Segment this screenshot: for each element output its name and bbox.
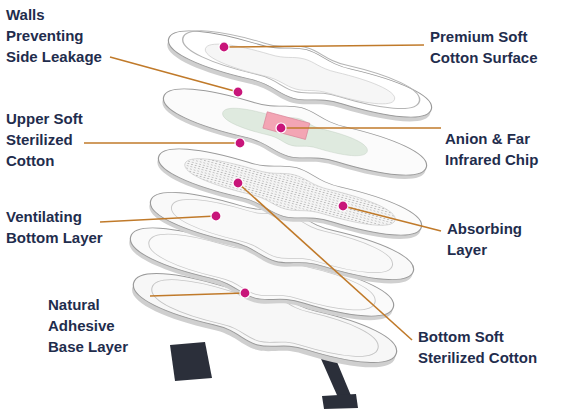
part-label: Natural Adhesive Base Layer <box>48 296 128 355</box>
part-label: Upper Soft Sterilized Cotton <box>6 110 83 169</box>
part-label: Ventilating Bottom Layer <box>6 208 103 246</box>
leader-lines <box>84 45 441 340</box>
part-label-box: Premium Soft Cotton Surface <box>430 26 570 68</box>
marker-dots <box>211 42 348 298</box>
part-label-box: Ventilating Bottom Layer <box>6 206 118 248</box>
top-layer <box>161 13 438 138</box>
part-label-box: Walls Preventing Side Leakage <box>6 4 110 67</box>
part-label-box: Absorbing Layer <box>447 218 547 260</box>
part-label: Bottom Soft Sterilized Cotton <box>418 328 537 366</box>
part-label: Walls Preventing Side Leakage <box>6 6 102 65</box>
release-strip <box>170 342 212 381</box>
part-label-box: Natural Adhesive Base Layer <box>48 294 143 357</box>
part-label-box: Upper Soft Sterilized Cotton <box>6 108 98 171</box>
part-label: Anion & Far Infrared Chip <box>445 130 538 168</box>
part-label: Absorbing Layer <box>447 220 522 258</box>
part-label-box: Anion & Far Infrared Chip <box>445 128 570 170</box>
release-strip <box>322 394 358 409</box>
part-label-box: Bottom Soft Sterilized Cotton <box>418 326 570 368</box>
part-label: Premium Soft Cotton Surface <box>430 28 538 66</box>
